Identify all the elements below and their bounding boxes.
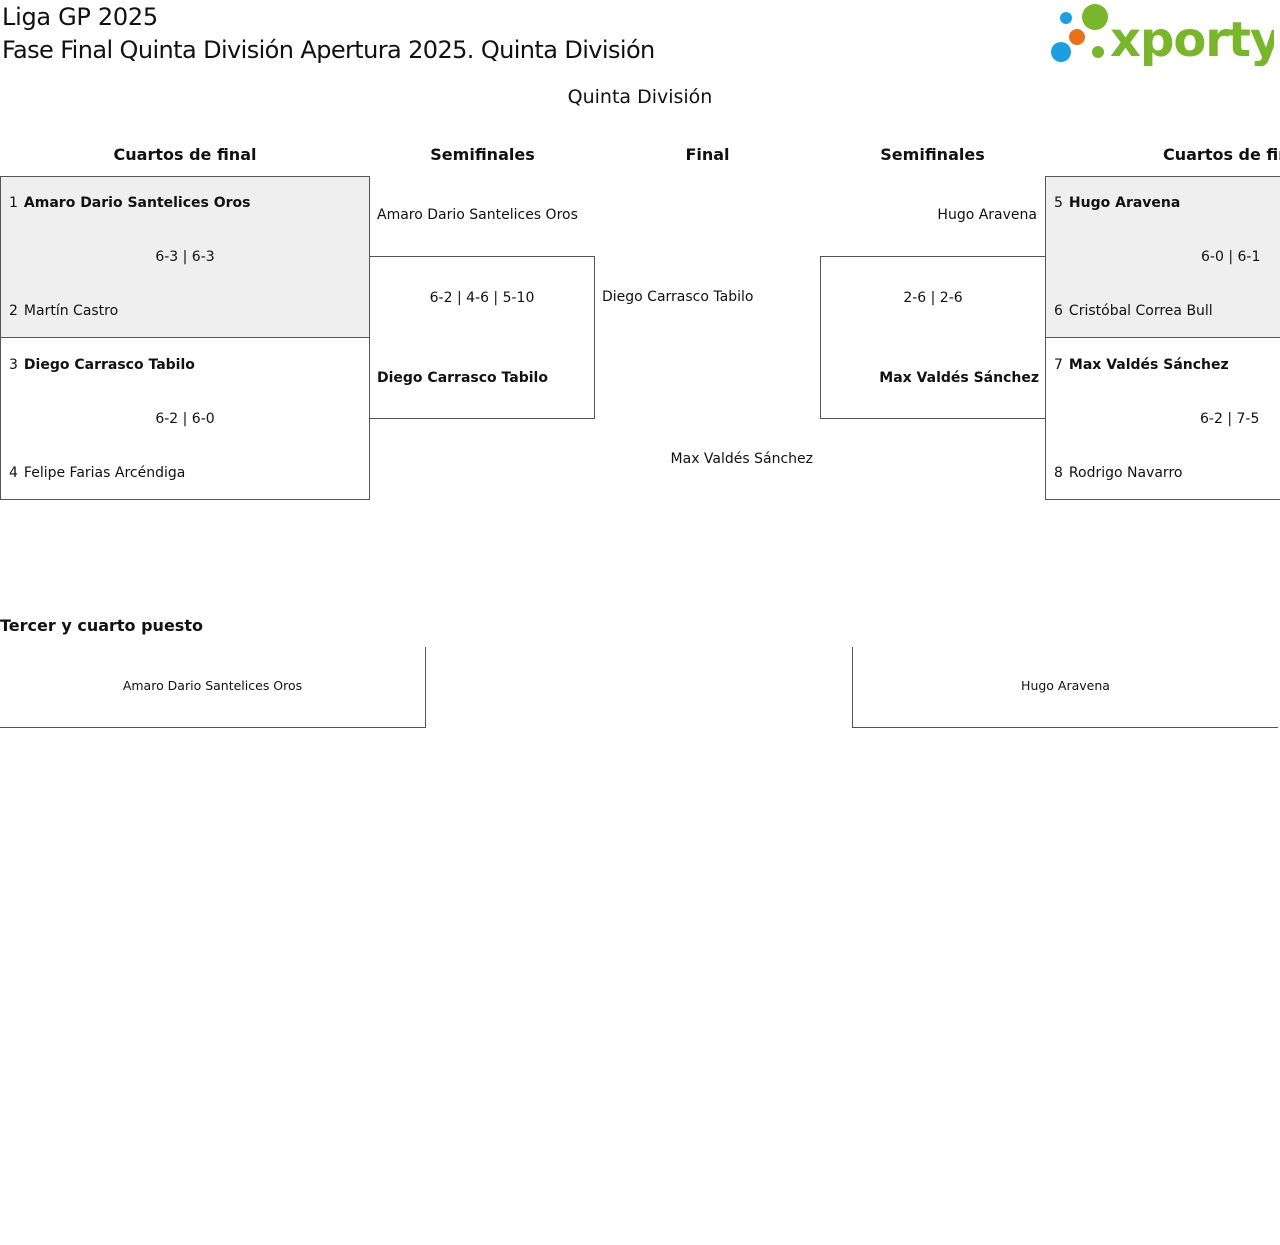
qf-match-3-player-b[interactable]: 6 Cristóbal Correa Bull xyxy=(1054,301,1213,321)
qf-match-4-player-a[interactable]: 7 Max Valdés Sánchez xyxy=(1054,355,1229,375)
third-place-title: Tercer y cuarto puesto xyxy=(0,616,203,635)
page-title: Liga GP 2025 xyxy=(2,3,158,31)
column-heading-sf-right: Semifinales xyxy=(880,145,985,164)
division-title: Quinta División xyxy=(567,86,713,108)
third-place-slot-b: Hugo Aravena xyxy=(852,647,1278,728)
qf-match-2-player-a[interactable]: 3 Diego Carrasco Tabilo xyxy=(9,355,195,375)
seed-number: 5 xyxy=(1054,195,1063,211)
qf-match-3-score: 6-0 | 6-1 xyxy=(1201,249,1261,265)
logo-dot-orange xyxy=(1069,29,1085,45)
player-name: Rodrigo Navarro xyxy=(1068,465,1183,481)
qf-match-4-player-b[interactable]: 8 Rodrigo Navarro xyxy=(1054,463,1182,483)
logo-dot-blue-large xyxy=(1051,42,1071,62)
third-place-player-a[interactable]: Amaro Dario Santelices Oros xyxy=(122,678,303,693)
player-name: Martín Castro xyxy=(23,303,119,319)
player-name: Cristóbal Correa Bull xyxy=(1068,303,1213,319)
seed-number: 4 xyxy=(9,465,18,481)
logo-dot-green-small xyxy=(1092,46,1104,58)
page-subtitle: Fase Final Quinta División Apertura 2025… xyxy=(2,36,655,64)
qf-match-3-player-a[interactable]: 5 Hugo Aravena xyxy=(1054,193,1180,213)
column-heading-qf-left: Cuartos de final xyxy=(113,145,257,164)
third-place-slot-a: Amaro Dario Santelices Oros xyxy=(0,647,426,728)
qf-match-1-score: 6-3 | 6-3 xyxy=(155,249,215,265)
sf-right-player-b[interactable]: Max Valdés Sánchez xyxy=(879,370,1039,386)
seed-number: 1 xyxy=(9,195,18,211)
final-player-a[interactable]: Diego Carrasco Tabilo xyxy=(602,289,754,305)
seed-number: 3 xyxy=(9,357,18,373)
sf-left-player-b[interactable]: Diego Carrasco Tabilo xyxy=(377,370,548,386)
logo-wordmark: xporty xyxy=(1110,12,1274,66)
xporty-logo-svg: xporty xyxy=(1051,4,1280,68)
sf-right-player-a[interactable]: Hugo Aravena xyxy=(937,207,1037,223)
qf-match-2: 3 Diego Carrasco Tabilo 6-2 | 6-0 4 Felipe… xyxy=(0,337,370,500)
column-heading-qf-right: Cuartos de final xyxy=(1163,145,1280,164)
seed-number: 2 xyxy=(9,303,18,319)
column-heading-sf-left: Semifinales xyxy=(430,145,535,164)
qf-match-2-score: 6-2 | 6-0 xyxy=(155,411,215,427)
qf-match-4-score: 6-2 | 7-5 xyxy=(1200,411,1260,427)
seed-number: 8 xyxy=(1054,465,1063,481)
player-name: Amaro Dario Santelices Oros xyxy=(23,195,251,211)
sf-left-score: 6-2 | 4-6 | 5-10 xyxy=(429,290,535,306)
player-name: Hugo Aravena xyxy=(1068,195,1181,211)
sf-left-match: 6-2 | 4-6 | 5-10 Diego Carrasco Tabilo xyxy=(369,256,595,419)
qf-match-3: 5 Hugo Aravena 6-0 | 6-1 6 Cristóbal Corre… xyxy=(1045,176,1280,338)
sf-right-match: 2-6 | 2-6 Max Valdés Sánchez xyxy=(820,256,1046,419)
player-name: Max Valdés Sánchez xyxy=(1068,357,1229,373)
player-name: Felipe Farias Arcéndiga xyxy=(23,465,186,481)
qf-match-1-player-a[interactable]: 1 Amaro Dario Santelices Oros xyxy=(9,193,251,213)
logo-dot-blue-small xyxy=(1060,12,1072,24)
sf-right-score: 2-6 | 2-6 xyxy=(903,290,963,306)
sf-left-player-a[interactable]: Amaro Dario Santelices Oros xyxy=(377,207,578,223)
xporty-logo: xporty xyxy=(1050,4,1280,68)
qf-match-1: 1 Amaro Dario Santelices Oros 6-3 | 6-3 2… xyxy=(0,176,370,338)
player-name: Diego Carrasco Tabilo xyxy=(23,357,195,373)
qf-match-1-player-b[interactable]: 2 Martín Castro xyxy=(9,301,118,321)
final-player-b[interactable]: Max Valdés Sánchez xyxy=(670,451,813,467)
qf-match-4: 7 Max Valdés Sánchez 6-2 | 7-5 8 Rodrigo N… xyxy=(1045,337,1280,500)
column-heading-final: Final xyxy=(685,145,730,164)
third-place-player-b[interactable]: Hugo Aravena xyxy=(1021,678,1110,693)
qf-match-2-player-b[interactable]: 4 Felipe Farias Arcéndiga xyxy=(9,463,185,483)
logo-dot-green-large xyxy=(1082,4,1108,30)
seed-number: 7 xyxy=(1054,357,1063,373)
seed-number: 6 xyxy=(1054,303,1063,319)
